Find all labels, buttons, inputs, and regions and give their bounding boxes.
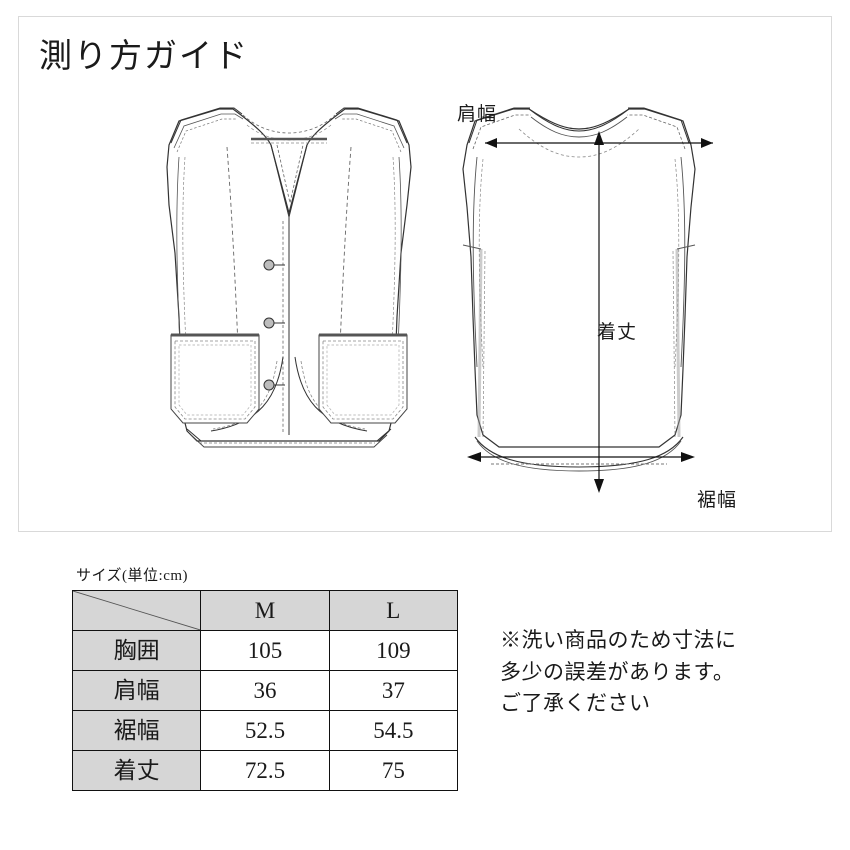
label-body-length: 着丈 [597, 322, 638, 343]
front-pocket-right [318, 333, 408, 424]
hem-width-arrow [467, 452, 695, 462]
table-row: 肩幅 36 37 [71, 670, 459, 711]
size-table-block: サイズ(単位:cm) M L 胸囲 105 109 肩幅 36 37 [71, 564, 472, 791]
table-corner-cell [71, 590, 202, 631]
column-header-m: M [200, 590, 330, 631]
cell-chest-m: 105 [200, 630, 330, 671]
cell-length-l: 75 [328, 750, 459, 791]
cell-length-m: 72.5 [200, 750, 330, 791]
size-disclaimer-note: ※洗い商品のため寸法に 多少の誤差があります。 ご了承ください [500, 628, 737, 715]
measurement-guide-panel: 測り方ガイド [18, 16, 832, 532]
column-header-l: L [328, 590, 459, 631]
cell-shoulder-l: 37 [328, 670, 459, 711]
label-shoulder-width: 肩幅 [457, 104, 498, 125]
vest-illustrations [166, 107, 713, 493]
cell-chest-l: 109 [328, 630, 459, 671]
label-hem-width: 裾幅 [697, 490, 738, 511]
front-pocket-left [170, 333, 260, 424]
row-label-length: 着丈 [71, 750, 202, 791]
table-row: 裾幅 52.5 54.5 [71, 710, 459, 751]
table-row: 胸囲 105 109 [71, 630, 459, 671]
row-label-chest: 胸囲 [71, 630, 202, 671]
diagonal-divider-icon [73, 591, 200, 630]
front-buttons [263, 259, 285, 391]
vest-front-illustration [166, 107, 412, 448]
row-label-shoulder: 肩幅 [71, 670, 202, 711]
table-header-row: M L [71, 590, 459, 631]
vest-back-illustration [462, 107, 713, 493]
row-label-hem: 裾幅 [71, 710, 202, 751]
table-row: 着丈 72.5 75 [71, 750, 459, 791]
body-length-arrow [594, 131, 604, 493]
size-table-caption: サイズ(単位:cm) [76, 568, 189, 584]
page-title: 測り方ガイド [39, 39, 249, 75]
size-table: M L 胸囲 105 109 肩幅 36 37 裾幅 52.5 54.5 着丈 … [71, 590, 459, 791]
cell-hem-m: 52.5 [200, 710, 330, 751]
cell-hem-l: 54.5 [328, 710, 459, 751]
cell-shoulder-m: 36 [200, 670, 330, 711]
